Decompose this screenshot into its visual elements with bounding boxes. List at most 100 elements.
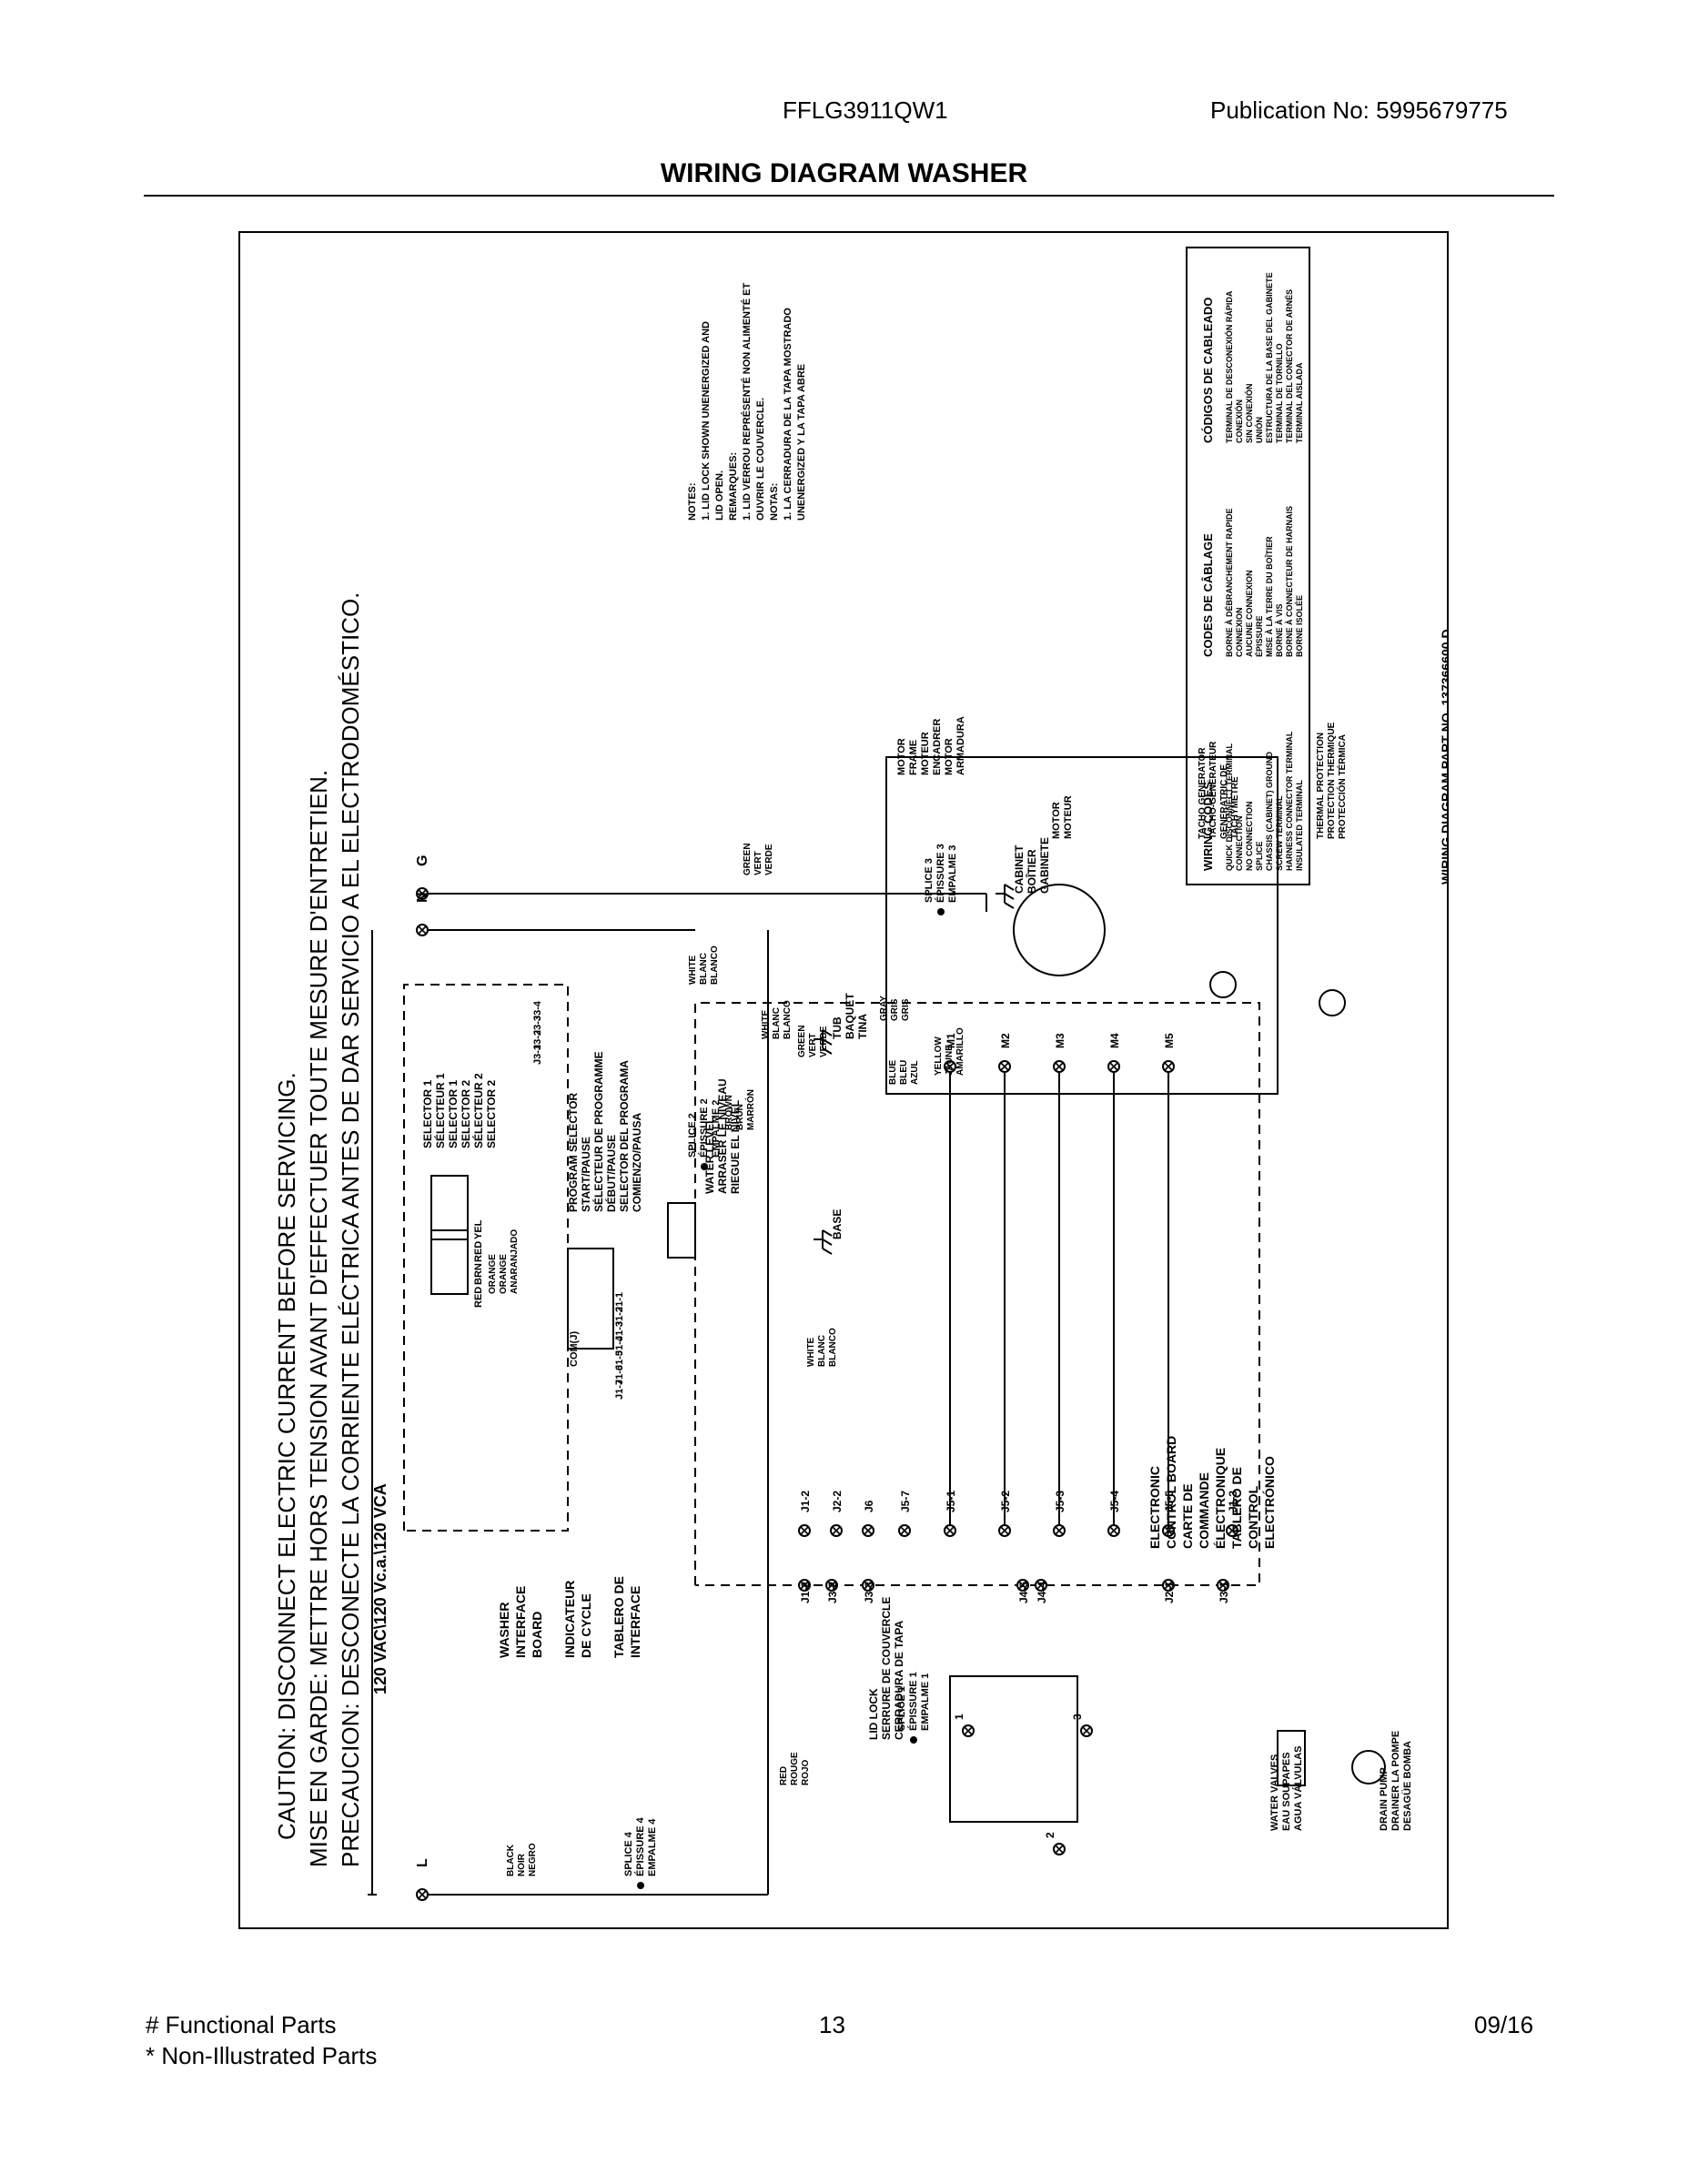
motor-pin-terminal-x (1109, 1062, 1118, 1071)
selector-label: SELECTOR 2 (460, 1080, 472, 1148)
publication-number: Publication No: 5995679775 (1210, 96, 1508, 124)
wire-color-label: RED (779, 1766, 789, 1785)
water-level-box (667, 1202, 696, 1259)
notes-text: 1. LID LOCK SHOWN UNENERGIZED AND (701, 321, 712, 521)
wire-color-label: BLANC (817, 1335, 827, 1367)
interface-board-label: DE CYCLE (579, 1593, 593, 1658)
wire-color-label: ORANGE (488, 1254, 498, 1294)
legend-cell: BORNE À VIS (1275, 603, 1284, 657)
wire-color-label: BROWN (724, 1095, 734, 1130)
lid-lock-pin-terminal-x (1055, 1845, 1064, 1854)
water-valves-label: EAU SOUPAPES (1281, 1752, 1292, 1831)
wire-color-label: NEGRO (528, 1843, 538, 1876)
legend-cell: TERMINAL DEL CONECTOR DE ARNÉS (1285, 289, 1294, 443)
notes-text: REMARQUES: (728, 452, 739, 521)
motor-frame-label: MOTEUR (920, 732, 931, 775)
header-rule (144, 195, 1554, 197)
selector-brn-pin-label: BRN (473, 1263, 484, 1285)
legend-cell: BORNE ISOLÉE (1295, 595, 1304, 657)
wire-color-label: MARRÓN (744, 1089, 756, 1130)
lower-pin-label: J2-1 (1163, 1582, 1176, 1603)
caution-text-en: CAUTION: DISCONNECT ELECTRIC CURRENT BEF… (273, 1072, 300, 1840)
motor-pin-terminal-x (945, 1062, 955, 1071)
program-selector-label: DÉBUT/PAUSE (604, 1135, 618, 1212)
j1-pin-label: J1-3 (614, 1321, 625, 1341)
notes-text: 1. LA CERRADURA DE LA TAPA MOSTRADO (783, 308, 793, 521)
wire-color-label: ROUGE (790, 1752, 800, 1785)
caution-text-es: PRECAUCION: DESCONECTE LA CORRIENTE ELÉC… (337, 592, 364, 1867)
board-pin-terminal-x (1228, 1526, 1237, 1535)
legend-header: WIRING CODES (1201, 781, 1215, 871)
legend-cell: ESTRUCTURA DE LA BASE DEL GABINETE (1265, 272, 1274, 443)
lid-lock-box (949, 1675, 1078, 1823)
caution-text-fr: MISE EN GARDE: METTRE HORS TENSION AVANT… (305, 770, 332, 1867)
wire-color-label: BLANC (772, 1007, 782, 1039)
selector-2-box (430, 1229, 469, 1295)
lid-lock-pin-label: 2 (1044, 1832, 1056, 1838)
motor-frame-label: ARMADURA (955, 716, 966, 775)
legend-cell: MISE À LA TERRE DU BOÎTIER (1264, 536, 1274, 657)
water-valves-label: AGUA VÁLVULAS (1292, 1746, 1304, 1832)
board-pin-terminal-x (1000, 1526, 1009, 1535)
interface-board-label: WASHER (497, 1603, 511, 1658)
board-pin-label: J1-2 (799, 1491, 812, 1512)
legend-cell: BORNE À DÉBRANCHEMENT RAPIDE (1225, 508, 1234, 657)
selector-red2-pin-label: RED (473, 1287, 484, 1308)
cabinet-label: BOÎTIER (1025, 849, 1038, 894)
terminal-n-x (418, 925, 427, 935)
legend-cell: HARNESS CONNECTOR TERMINAL (1285, 731, 1294, 871)
wire-color-label: BLANCO (783, 1000, 793, 1039)
selector-label: SELECTOR 1 (447, 1080, 460, 1148)
tacho-label: TACHO-GÉNÉRATEUR (1207, 741, 1218, 839)
board-pin-terminal-x (945, 1526, 955, 1535)
terminal-l-label: L (415, 1858, 430, 1867)
tub-label: BAQUET (844, 993, 856, 1039)
legend-cell: NO CONNECTION (1245, 802, 1254, 872)
motor-pin-terminal-x (1055, 1062, 1064, 1071)
terminal-n-label: N (415, 892, 430, 903)
j1-pin-label: J1-7 (614, 1380, 625, 1400)
wire-network (368, 893, 1260, 1896)
voltage-label: 120 VAC\120 Vc.a.\120 VCA (371, 1483, 389, 1694)
tacho-label: TACHYMÈTRE (1228, 776, 1240, 839)
j1-pin-label: J1-5 (614, 1350, 625, 1370)
notes-text: OUVRIR LE COUVERCLE. (755, 398, 766, 521)
splice-label: SPLICE 1 (896, 1686, 907, 1731)
splice-label: EMPALME 3 (947, 845, 958, 903)
program-selector-label: SELECTOR DEL PROGRAMA (618, 1060, 631, 1212)
interface-board-label: INTERFACE (513, 1586, 528, 1658)
control-board-label: CONTROL BOARD (1164, 1436, 1178, 1549)
cabinet-label: CABINET (1013, 844, 1026, 894)
thermal-label: THERMAL PROTECTION (1316, 733, 1326, 839)
thermal-label: PROTECCIÓN TÉRMICA (1336, 734, 1348, 839)
wire-color-label: BLANCO (710, 945, 720, 985)
splice-label: SPLICE 4 (623, 1831, 634, 1876)
tub-ground-symbol (814, 1029, 833, 1055)
com-label: COM(J) (569, 1331, 580, 1367)
tub-label: TINA (856, 1014, 869, 1039)
motor-frame-label: FRAME (908, 740, 919, 775)
j1-pin-label: J1-6 (614, 1365, 625, 1385)
wire-color-label: AZUL (910, 1060, 920, 1085)
control-board-label: ELECTRÓNICO (1261, 1456, 1277, 1549)
wire-color-label: JAUNE (945, 1045, 955, 1076)
board-pin-terminal-x (800, 1526, 809, 1535)
lower-pin-terminal-x (864, 1581, 873, 1590)
motor-label: MOTEUR (1063, 795, 1074, 839)
lid-lock-label: LID LOCK (867, 1688, 880, 1740)
lower-pin-label: J4-5 (1017, 1582, 1030, 1603)
terminal-g-x (418, 889, 427, 898)
cabinet-label: GABINETE (1038, 837, 1051, 894)
board-pin-label: J2-2 (831, 1491, 844, 1512)
legend-cell: ÉPISSURE (1255, 615, 1264, 657)
wire-color-label: ORANGE (499, 1254, 509, 1294)
board-pin-terminal-x (832, 1526, 841, 1535)
wire-color-label: GRIS (890, 998, 900, 1021)
legend-cell: AUCUNE CONNEXION (1245, 570, 1254, 657)
splice-dot (937, 908, 945, 915)
program-selector-label: COMIENZO/PAUSA (631, 1113, 643, 1212)
wire-color-label: ANARANJADO (510, 1229, 520, 1294)
wire-color-label: VERDE (819, 1026, 829, 1057)
splice-label: ÉPISSURE 3 (935, 844, 946, 903)
legend-cell: TERMINAL DE TORNILLO (1275, 343, 1284, 443)
